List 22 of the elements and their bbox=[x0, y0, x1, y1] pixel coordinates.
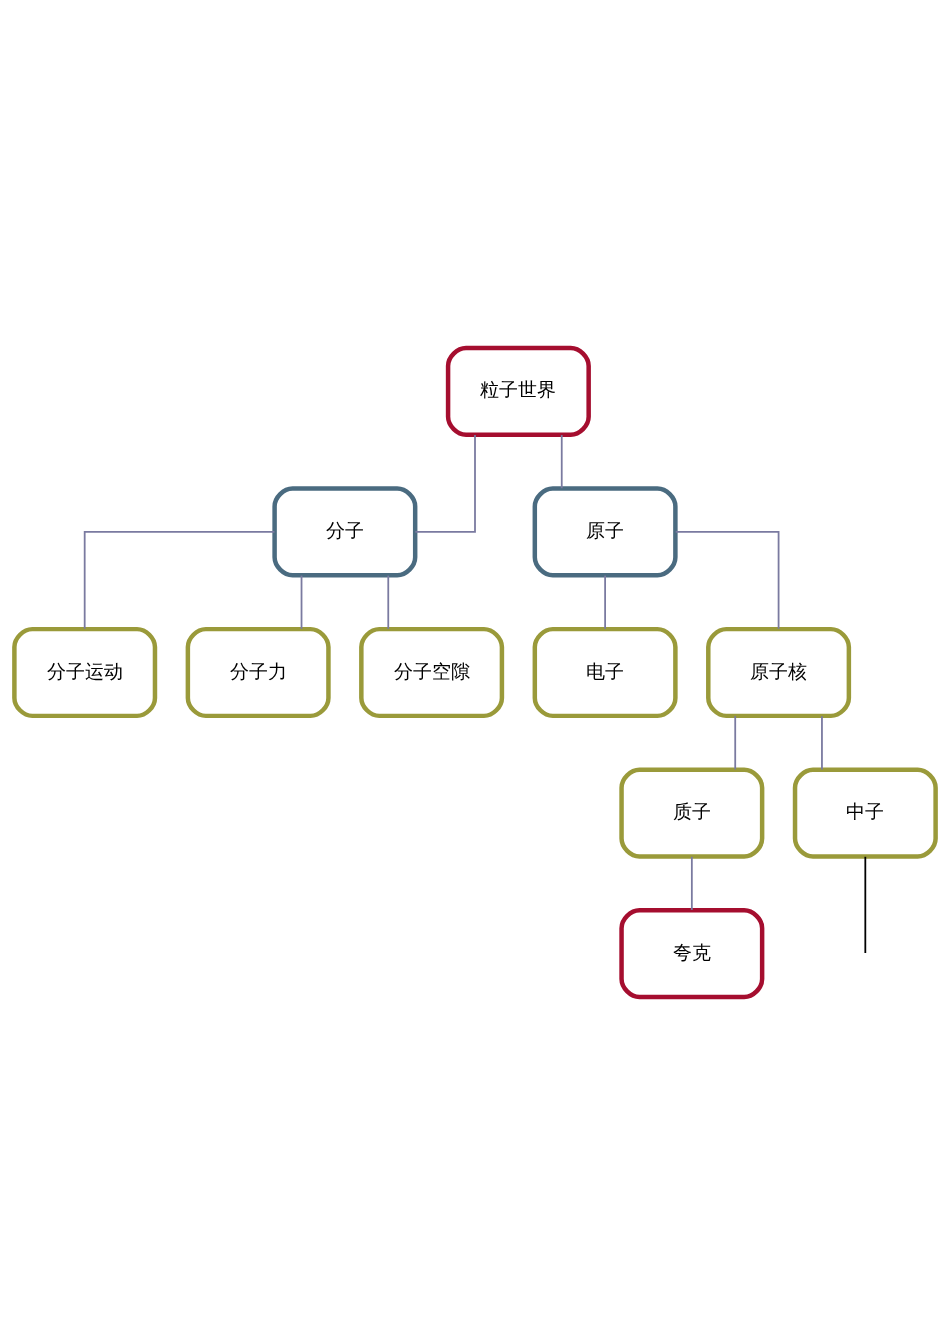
node-box: 夸克 bbox=[619, 907, 765, 999]
connector bbox=[690, 855, 693, 911]
connector bbox=[864, 855, 867, 954]
connector bbox=[604, 574, 606, 630]
node-box: 分子运动 bbox=[12, 626, 158, 718]
node-box: 分子 bbox=[272, 485, 418, 578]
node-box: 电子 bbox=[532, 626, 678, 718]
node-box: 质子 bbox=[619, 766, 765, 859]
node-box: 原子 bbox=[532, 485, 678, 578]
node-box: 分子力 bbox=[185, 626, 331, 718]
connector bbox=[83, 530, 276, 630]
connector bbox=[734, 714, 737, 770]
connector bbox=[821, 714, 823, 770]
node-box: 分子空隙 bbox=[359, 626, 505, 718]
connector bbox=[300, 574, 303, 630]
node-box: 粒子世界 bbox=[445, 345, 591, 437]
connector bbox=[674, 530, 780, 630]
connector bbox=[414, 433, 476, 533]
node-box: 中子 bbox=[792, 766, 938, 859]
connector bbox=[560, 433, 563, 489]
connector bbox=[387, 574, 390, 630]
node-box: 原子核 bbox=[706, 626, 852, 718]
